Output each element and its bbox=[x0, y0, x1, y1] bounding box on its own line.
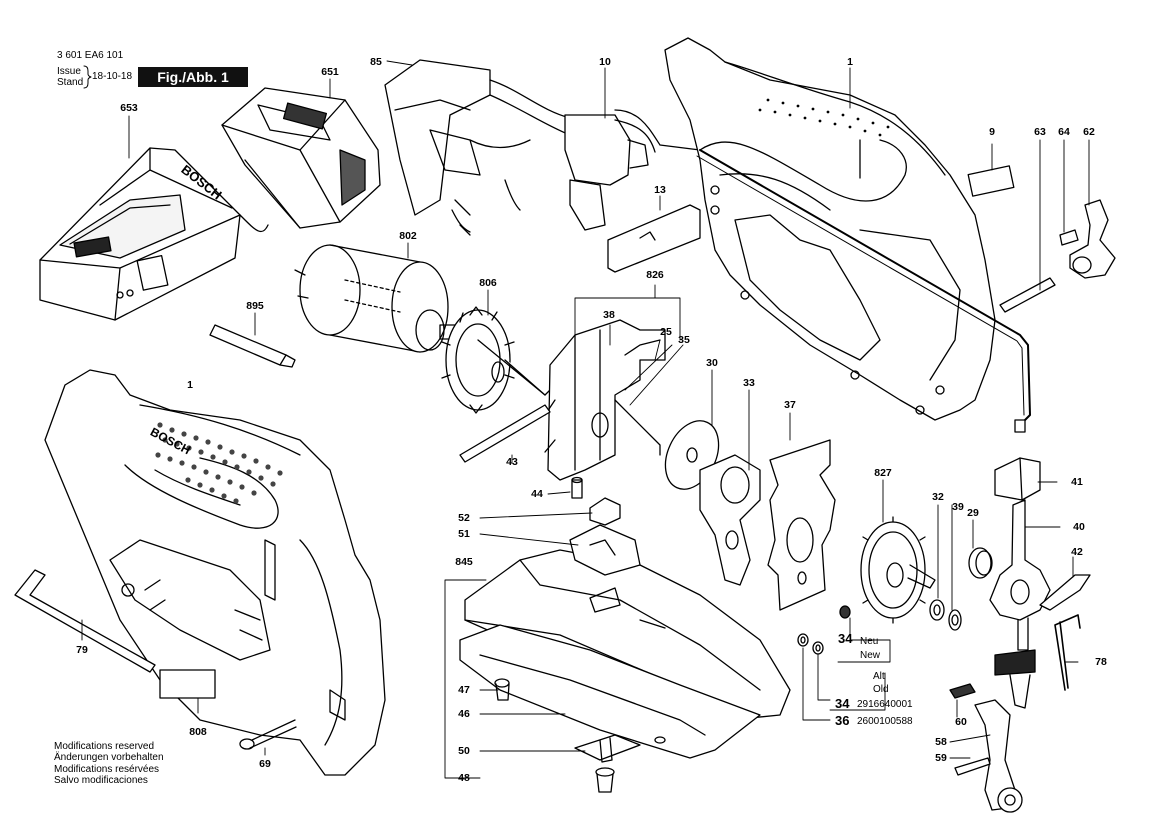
callout-new-part: 34 bbox=[838, 631, 853, 646]
part-label: 653 bbox=[120, 102, 138, 114]
screw-47-drawing bbox=[494, 678, 510, 701]
small-washers-drawing bbox=[797, 599, 962, 655]
part-label: 808 bbox=[189, 726, 207, 738]
plunger-40-drawing bbox=[989, 499, 1051, 709]
screw-48-drawing bbox=[595, 767, 615, 793]
gear-827-drawing bbox=[860, 516, 936, 624]
label-plate-9-drawing bbox=[967, 165, 1015, 197]
part-label: 1 bbox=[187, 379, 193, 391]
modification-note: Modifications resérvées bbox=[54, 764, 160, 775]
callout-old-part: 36 bbox=[835, 713, 850, 728]
part-label: 1 bbox=[847, 56, 853, 68]
shaft-43-drawing bbox=[459, 404, 551, 463]
modification-note: Salvo modificaciones bbox=[54, 775, 148, 786]
part-label: 63 bbox=[1034, 126, 1046, 138]
bevel-gear-drawing bbox=[441, 306, 556, 414]
housing-left-drawing: BOSCH bbox=[44, 369, 386, 776]
part-label: 802 bbox=[399, 230, 417, 242]
part-label: 10 bbox=[599, 56, 611, 68]
part-label: 52 bbox=[458, 512, 470, 524]
label-plate-808-drawing bbox=[159, 669, 216, 699]
part-label: 25 bbox=[660, 326, 672, 338]
base-plate-drawing bbox=[459, 549, 791, 759]
part-label: 32 bbox=[932, 491, 944, 503]
clip-42-drawing bbox=[1039, 574, 1091, 611]
guide-plate-33-drawing bbox=[699, 454, 761, 586]
part-label: 37 bbox=[784, 399, 796, 411]
part-label: 29 bbox=[967, 507, 979, 519]
callout-old-part: 34 bbox=[835, 696, 850, 711]
switch-electronics-drawing bbox=[384, 59, 701, 236]
spring-78-drawing bbox=[1054, 614, 1081, 691]
part-label: 60 bbox=[955, 716, 967, 728]
part-label: 47 bbox=[458, 684, 470, 696]
stand-label: Stand bbox=[57, 77, 84, 88]
part-label: 78 bbox=[1095, 656, 1107, 668]
part-label: 50 bbox=[458, 745, 470, 757]
part-label: 826 bbox=[646, 269, 664, 281]
part-label: 58 bbox=[935, 736, 947, 748]
part-label: 33 bbox=[743, 377, 755, 389]
modification-note: Änderungen vorbehalten bbox=[54, 752, 164, 763]
clamp-50-drawing bbox=[574, 734, 641, 763]
housing-right-drawing bbox=[664, 37, 1031, 433]
part-label: 9 bbox=[989, 126, 995, 138]
part-label: 62 bbox=[1083, 126, 1095, 138]
issue-date: 18-10-18 bbox=[92, 71, 133, 82]
part-label: 651 bbox=[321, 66, 339, 78]
part-label: 13 bbox=[654, 184, 666, 196]
doc-number: 3 601 EA6 101 bbox=[57, 50, 124, 61]
part-label: 59 bbox=[935, 752, 947, 764]
part-label: 38 bbox=[603, 309, 615, 321]
part-label: 827 bbox=[874, 467, 892, 479]
part-label: 40 bbox=[1073, 521, 1085, 533]
cover-plate-drawing bbox=[607, 204, 701, 273]
callout-old-label-en: Old bbox=[873, 684, 889, 695]
part-label: 30 bbox=[706, 357, 718, 369]
part-label: 79 bbox=[76, 644, 88, 656]
leader-lines bbox=[81, 60, 1090, 779]
part-label: 806 bbox=[479, 277, 497, 289]
part-label: 48 bbox=[458, 772, 470, 784]
part-label: 42 bbox=[1071, 546, 1083, 558]
pin-44-drawing bbox=[571, 476, 583, 499]
part-label: 69 bbox=[259, 758, 271, 770]
part-label: 39 bbox=[952, 501, 964, 513]
part-label: 41 bbox=[1071, 476, 1083, 488]
bearing-29-drawing bbox=[968, 547, 993, 579]
part-label: 845 bbox=[455, 556, 473, 568]
part-label: 44 bbox=[531, 488, 543, 500]
block-52-drawing bbox=[589, 497, 621, 526]
part-label: 895 bbox=[246, 300, 264, 312]
roller-assembly-drawing bbox=[949, 683, 1023, 813]
balance-plate-37-drawing bbox=[767, 439, 836, 611]
callout-new-label-en: New bbox=[860, 650, 881, 661]
issue-label: Issue bbox=[57, 66, 81, 77]
callout-new-label-de: Neu bbox=[860, 636, 879, 647]
part-label: 64 bbox=[1058, 126, 1070, 138]
part-label: 46 bbox=[458, 708, 470, 720]
part-label: 43 bbox=[506, 456, 518, 468]
battery-charger-drawing: BOSCH bbox=[39, 147, 269, 321]
hex-key-drawing bbox=[14, 569, 156, 673]
screw-69-drawing bbox=[239, 719, 297, 750]
motor-drawing bbox=[294, 244, 459, 353]
gear-housing-drawing bbox=[544, 319, 666, 481]
clamp-51-drawing bbox=[569, 524, 641, 576]
lever-pin-drawing bbox=[999, 199, 1116, 313]
battery-pack-drawing bbox=[221, 87, 381, 229]
callout-old-code: 2600100588 bbox=[857, 716, 913, 727]
part-label: 51 bbox=[458, 528, 470, 540]
callout-old-label-de: Alt bbox=[873, 671, 885, 682]
modification-note: Modifications reserved bbox=[54, 741, 155, 752]
figure-label: Fig./Abb. 1 bbox=[138, 67, 248, 87]
guide-41-drawing bbox=[994, 457, 1041, 501]
part-label: 85 bbox=[370, 56, 382, 68]
part-label: 35 bbox=[678, 334, 690, 346]
grease-tube-drawing bbox=[209, 324, 296, 368]
callout-old-code: 2916640001 bbox=[857, 699, 913, 710]
